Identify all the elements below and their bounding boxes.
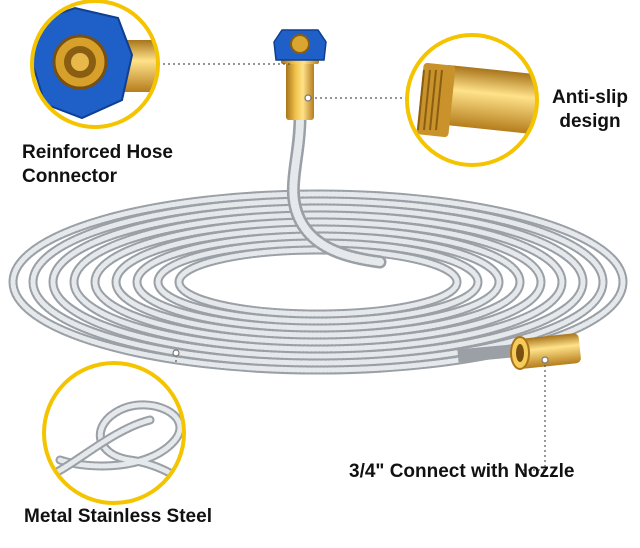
anti-slip-label: Anti-slip design <box>552 86 628 134</box>
anti-slip-label-line2: design <box>559 111 621 132</box>
top-hose-connector <box>273 29 327 120</box>
connector-label: Reinforced Hose Connector <box>22 141 173 189</box>
connector-label-line2: Connector <box>22 166 117 187</box>
callout-leaders <box>158 63 549 471</box>
nozzle-connector <box>457 333 581 370</box>
hose-riser <box>286 111 387 269</box>
callout-steel-closeup <box>42 361 186 505</box>
connector-label-line1: Reinforced Hose <box>22 142 173 163</box>
stainless-steel-label: Metal Stainless Steel <box>24 506 212 527</box>
callout-connector-closeup <box>30 0 160 129</box>
nozzle-label: 3/4" Connect with Nozzle <box>349 461 575 482</box>
anti-slip-label-line1: Anti-slip <box>552 87 628 108</box>
callout-antislip-closeup <box>405 33 539 167</box>
